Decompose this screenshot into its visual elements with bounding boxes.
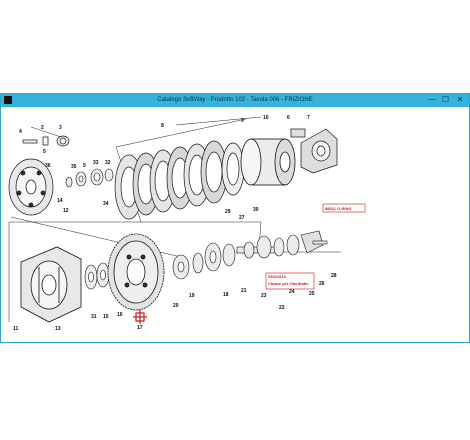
close-button[interactable]: ✕ (456, 95, 464, 104)
part-label[interactable]: 5 (43, 149, 46, 155)
clutch-basket (240, 138, 296, 186)
clutch-plate-stack (114, 140, 245, 220)
part-label[interactable]: 2 (41, 125, 44, 131)
app-icon (4, 96, 12, 104)
spacers (84, 262, 110, 290)
part-label[interactable]: 16 (117, 312, 123, 318)
desktop-background (0, 343, 470, 440)
part-label[interactable]: 35 (71, 164, 77, 170)
part-label[interactable]: 24 (289, 289, 295, 295)
shaft-parts (172, 230, 328, 280)
part-label[interactable]: 12 (63, 208, 69, 214)
part-label[interactable]: 17 (137, 325, 143, 331)
bearing-washers (65, 168, 114, 188)
hotspot-callouts: 03021910 Chiave per l'Inoltrativ 88011 O… (133, 203, 366, 324)
pressure-plate (8, 158, 54, 216)
part-label[interactable]: 32 (105, 160, 111, 166)
part-label[interactable]: 23 (261, 293, 267, 299)
part-label[interactable]: 15 (103, 314, 109, 320)
clutch-drawing-svg: 03021910 Chiave per l'Inoltrativ 88011 O… (8, 115, 366, 332)
callout-1-line2: Chiave per l'Inoltrativ (268, 281, 309, 286)
part-label[interactable]: 29 (225, 209, 231, 215)
part-label[interactable]: 31 (91, 314, 97, 320)
part-label[interactable]: 26 (319, 281, 325, 287)
callout-1-line1: 03021910 (268, 274, 287, 279)
part-label[interactable]: 7 (307, 115, 310, 121)
part-label[interactable]: 11 (13, 326, 19, 332)
part-label[interactable]: 19 (189, 293, 195, 299)
part-label[interactable]: 36 (45, 163, 51, 169)
part-label[interactable]: 25 (309, 291, 315, 297)
part-label[interactable]: 8 (161, 123, 164, 129)
housing (20, 246, 82, 323)
part-label[interactable]: 21 (241, 288, 247, 294)
maximize-button[interactable]: ☐ (441, 95, 450, 104)
part-label[interactable]: 22 (279, 305, 285, 311)
part-label[interactable]: 20 (173, 303, 179, 309)
part-label[interactable]: 14 (57, 198, 63, 204)
part-label[interactable]: 27 (239, 215, 245, 221)
part-number-labels: 4 2 3 5 36 35 5 33 32 14 12 34 8 9 10 6 … (13, 115, 337, 332)
minimize-button[interactable]: — (428, 95, 437, 104)
catalog-window: Catalogo SoftWay - Prodotto 102 - Tavola… (0, 93, 470, 343)
callout-box-2[interactable] (322, 203, 366, 213)
part-label[interactable]: 5 (83, 163, 86, 169)
primary-gear (107, 233, 165, 311)
callout-2-line1: 88011 O-RING (325, 206, 351, 211)
part-label[interactable]: 3 (59, 125, 62, 131)
part-label[interactable]: 33 (93, 160, 99, 166)
part-label[interactable]: 9 (241, 118, 244, 124)
titlebar[interactable]: Catalogo SoftWay - Prodotto 102 - Tavola… (1, 94, 469, 107)
red-cross-marker-icon[interactable] (133, 310, 147, 324)
part-label[interactable]: 30 (253, 207, 259, 213)
part-label[interactable]: 28 (331, 273, 337, 279)
window-title: Catalogo SoftWay - Prodotto 102 - Tavola… (157, 97, 313, 103)
part-label[interactable]: 34 (103, 201, 109, 207)
exploded-view-drawing[interactable]: 03021910 Chiave per l'Inoltrativ 88011 O… (1, 107, 469, 342)
part-label[interactable]: 6 (287, 115, 290, 121)
part-label[interactable]: 10 (263, 115, 269, 121)
part-label[interactable]: 18 (223, 292, 229, 298)
part-label[interactable]: 4 (19, 129, 22, 135)
clutch-cover (290, 128, 338, 174)
part-label[interactable]: 13 (55, 326, 61, 332)
callout-box-1[interactable] (265, 272, 315, 290)
bolt-spring-group (22, 135, 70, 147)
